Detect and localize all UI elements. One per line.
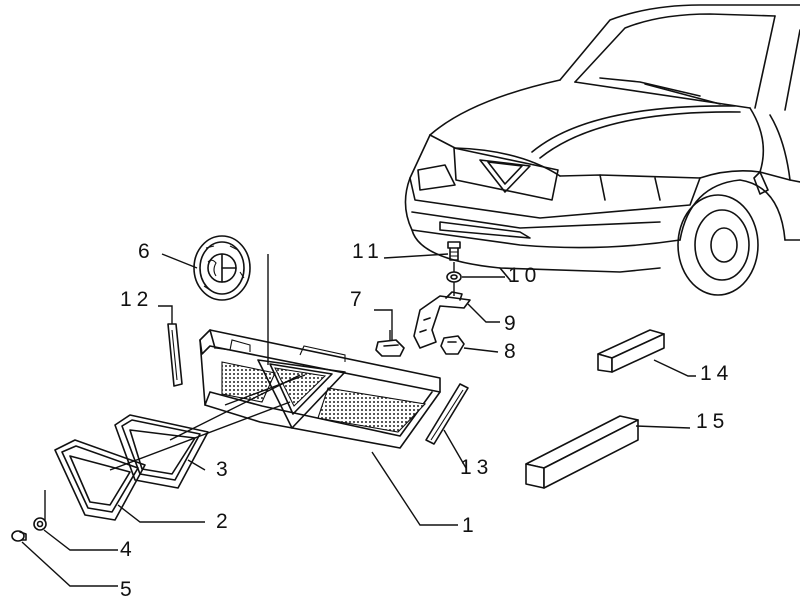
leader-lines xyxy=(21,253,696,587)
badge-emblem-part xyxy=(193,235,251,301)
side-grille-part-3 xyxy=(114,414,209,489)
foam-block-small-part xyxy=(597,329,665,373)
seal-strip-right-part xyxy=(425,383,469,445)
callout-2: 2 xyxy=(216,510,233,533)
main-grille-part xyxy=(199,329,441,449)
callout-15: 15 xyxy=(696,410,729,433)
assembly-guide-lines xyxy=(44,254,455,520)
callout-3: 3 xyxy=(216,458,233,481)
seal-strip-left-part xyxy=(167,323,183,387)
side-grille-part-2 xyxy=(54,439,146,521)
clip-part xyxy=(375,339,405,357)
callout-10: 10 xyxy=(508,264,541,287)
screw-part xyxy=(11,530,27,542)
callout-11: 11 xyxy=(352,240,384,263)
callout-14: 14 xyxy=(700,362,733,385)
callout-labels: 1 2 3 4 5 6 7 8 9 10 11 12 13 14 15 xyxy=(120,240,733,600)
callout-12: 12 xyxy=(120,288,153,311)
callout-9: 9 xyxy=(504,312,521,335)
callout-7: 7 xyxy=(350,288,367,311)
callout-6: 6 xyxy=(138,240,155,263)
callout-1: 1 xyxy=(462,514,479,537)
callout-5: 5 xyxy=(120,578,137,600)
small-nut-part xyxy=(446,271,462,283)
callout-13: 13 xyxy=(460,456,493,479)
car-illustration xyxy=(404,4,800,296)
callout-4: 4 xyxy=(120,538,137,561)
bolt-part xyxy=(447,241,461,261)
bracket-part xyxy=(413,291,471,349)
callout-8: 8 xyxy=(504,340,521,363)
washer-part xyxy=(33,517,47,531)
foam-block-large-part xyxy=(525,415,639,489)
nut-part xyxy=(440,335,465,355)
